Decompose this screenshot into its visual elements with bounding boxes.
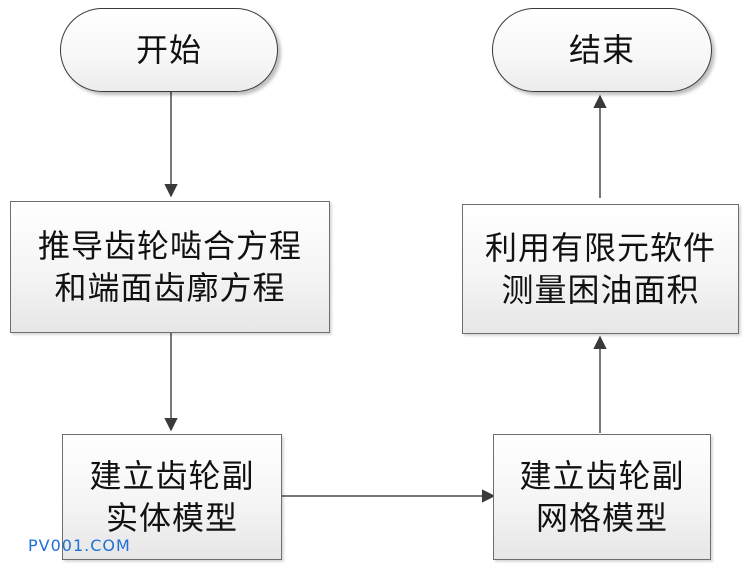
measure-area-box: 利用有限元软件 测量困油面积 [462, 204, 739, 334]
measure-line-2: 测量困油面积 [501, 271, 700, 309]
mesh-line-1: 建立齿轮副 [519, 457, 685, 495]
solid-model-box: 建立齿轮副 实体模型 [62, 434, 282, 560]
derive-line-2: 和端面齿廓方程 [54, 269, 286, 307]
start-label: 开始 [135, 31, 202, 69]
mesh-line-2: 网格模型 [535, 499, 668, 537]
mesh-model-box: 建立齿轮副 网格模型 [493, 434, 711, 560]
end-label: 结束 [568, 31, 635, 69]
solid-line-1: 建立齿轮副 [89, 457, 255, 495]
start-terminal: 开始 [60, 8, 278, 92]
end-terminal: 结束 [492, 8, 712, 92]
watermark-text: PV001.COM [28, 536, 131, 555]
derive-equations-box: 推导齿轮啮合方程 和端面齿廓方程 [10, 201, 330, 333]
measure-line-1: 利用有限元软件 [484, 229, 716, 267]
solid-line-2: 实体模型 [105, 499, 238, 537]
derive-line-1: 推导齿轮啮合方程 [37, 227, 302, 265]
